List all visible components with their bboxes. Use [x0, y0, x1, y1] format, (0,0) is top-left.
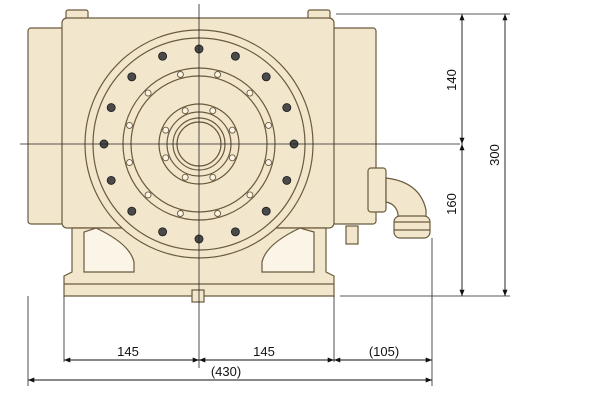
middle-bolt-hole	[246, 89, 254, 97]
middle-bolt-hole	[126, 159, 133, 167]
outer-bolt-hole	[127, 206, 137, 216]
middle-bolt-circle	[126, 71, 272, 217]
outer-bolt-hole	[230, 227, 240, 237]
middle-bolt-hole	[265, 121, 272, 129]
middle-bolt-hole	[214, 71, 222, 78]
middle-bolt-hole	[176, 71, 184, 78]
inner-bolt-hole	[209, 107, 217, 115]
outer-bolt-hole	[282, 103, 292, 113]
inner-bolt-hole	[228, 154, 236, 162]
pedestal-right-cutout	[261, 227, 315, 273]
pedestal-left-cutout	[83, 227, 135, 273]
middle-bolt-hole	[246, 191, 254, 199]
middle-bolt-hole	[265, 159, 272, 167]
outer-bolt-hole	[158, 227, 168, 237]
outer-bolt-circle	[99, 44, 299, 244]
outer-bolt-hole	[282, 175, 292, 185]
outer-bolt-hole	[106, 103, 116, 113]
inner-bolt-hole	[162, 154, 170, 162]
outer-bolt-hole	[261, 72, 271, 82]
dim-tail-105: (105)	[369, 344, 399, 359]
extension-lines	[27, 13, 510, 386]
outer-bolt-hole	[106, 175, 116, 185]
outer-bolt-hole	[261, 206, 271, 216]
dim-upper-140: 140	[444, 69, 459, 91]
outer-bolt-hole	[127, 72, 137, 82]
outer-bolt-hole	[158, 51, 168, 61]
dim-total-300: 300	[487, 144, 502, 166]
dim-lower-160: 160	[444, 193, 459, 215]
side-bolt	[345, 225, 359, 245]
dim-total-430: (430)	[211, 364, 241, 379]
dimension-lines	[27, 14, 508, 383]
inner-bolt-hole	[162, 126, 170, 134]
inner-bolt-hole	[228, 126, 236, 134]
middle-bolt-hole	[144, 89, 152, 97]
inner-bolt-circle	[162, 107, 236, 181]
outer-bolt-hole	[230, 51, 240, 61]
dim-right-145: 145	[253, 344, 275, 359]
drain-plug	[191, 289, 205, 303]
centerlines	[20, 4, 460, 368]
inner-bolt-hole	[181, 107, 189, 115]
inner-bolt-hole	[181, 173, 189, 181]
inner-bolt-hole	[209, 173, 217, 181]
dim-left-145: 145	[117, 344, 139, 359]
elbow-fitting	[367, 167, 431, 239]
middle-bolt-hole	[144, 191, 152, 199]
middle-bolt-hole	[176, 210, 184, 217]
middle-bolt-hole	[126, 121, 133, 129]
middle-bolt-hole	[214, 210, 222, 217]
left-side-flange	[27, 27, 65, 225]
